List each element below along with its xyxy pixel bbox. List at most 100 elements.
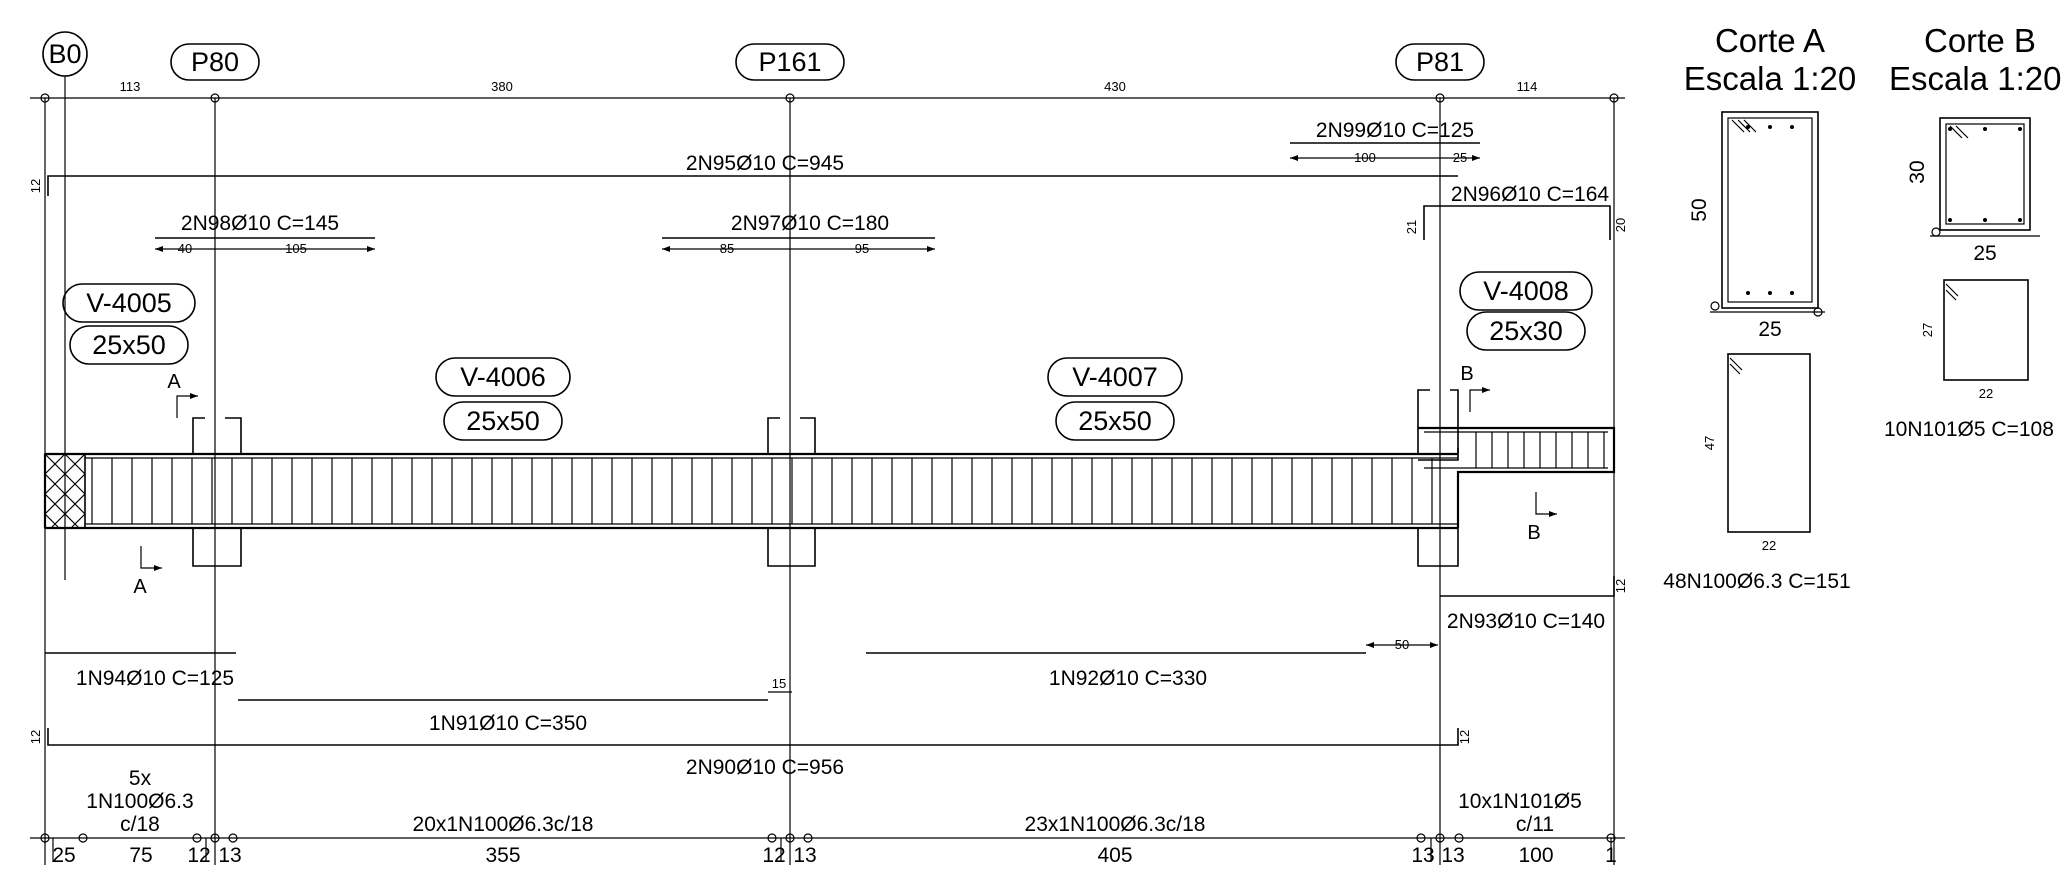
beam-v4005-name: V-4005 bbox=[86, 288, 172, 318]
top-bar-n99-right-dim: 25 bbox=[1453, 150, 1467, 165]
span-dim-1: 113 bbox=[120, 79, 141, 94]
section-b-scale: Escala 1:20 bbox=[1889, 60, 2061, 97]
beam-v4007-name: V-4007 bbox=[1072, 362, 1158, 392]
bottom-bar-n91-gap: 15 bbox=[772, 676, 786, 691]
stirrup-b-width: 22 bbox=[1979, 386, 1993, 401]
section-mark-a-top: A bbox=[167, 371, 198, 418]
bottom-dim-4: 355 bbox=[485, 844, 520, 867]
beam-v4006-name: V-4006 bbox=[460, 362, 546, 392]
stirrup-b-height: 27 bbox=[1920, 323, 1935, 337]
section-b-title: Corte B bbox=[1924, 22, 2036, 59]
bottom-dimension-line: 25 75 12 13 355 12 13 405 13 13 100 1 bbox=[30, 833, 1625, 867]
hook-n93: 12 bbox=[1613, 579, 1628, 593]
bottom-bar-n90-label: 2N90Ø10 C=956 bbox=[686, 756, 844, 779]
beam-v4006-size: 25x50 bbox=[466, 406, 540, 436]
top-bar-n99-left-dim: 100 bbox=[1354, 150, 1376, 165]
beam-v4008-size: 25x30 bbox=[1489, 316, 1563, 346]
bottom-dim-0: 25 bbox=[52, 844, 75, 867]
top-bar-n97-label: 2N97Ø10 C=180 bbox=[731, 212, 889, 235]
top-bar-n96: 2N96Ø10 C=164 21 20 bbox=[1404, 183, 1628, 240]
section-b-width: 25 bbox=[1973, 242, 1996, 265]
bottom-bar-n93: 2N93Ø10 C=140 12 bbox=[1440, 576, 1628, 633]
bottom-dim-11: 1 bbox=[1605, 844, 1617, 867]
beam-v4007-size: 25x50 bbox=[1078, 406, 1152, 436]
span-dim-4: 114 bbox=[1517, 79, 1538, 94]
top-bar-n98-label: 2N98Ø10 C=145 bbox=[181, 212, 339, 235]
bottom-bar-n93-label: 2N93Ø10 C=140 bbox=[1447, 610, 1605, 633]
beam-elevation bbox=[43, 389, 1616, 567]
top-bar-n99-label: 2N99Ø10 C=125 bbox=[1316, 119, 1474, 142]
bottom-bar-n92: 1N92Ø10 C=330 50 bbox=[866, 637, 1438, 690]
section-a-height: 50 bbox=[1688, 198, 1711, 221]
section-b: Corte B Escala 1:20 25 30 27 22 10N101Ø5… bbox=[1884, 22, 2061, 441]
stirrup-b-detail bbox=[1943, 279, 2029, 381]
stirrup-zone-4-bar: 10x1N101Ø5 bbox=[1458, 790, 1582, 813]
bottom-dim-6: 13 bbox=[793, 844, 816, 867]
top-bar-n96-label: 2N96Ø10 C=164 bbox=[1451, 183, 1610, 206]
axis-p161: P161 bbox=[735, 43, 845, 81]
beam-tag-v4006: V-4006 25x50 bbox=[435, 357, 571, 441]
hook-n96-right: 20 bbox=[1613, 218, 1628, 232]
bottom-bar-n90: 2N90Ø10 C=956 12 12 bbox=[28, 728, 1472, 779]
section-a-scale: Escala 1:20 bbox=[1684, 60, 1856, 97]
top-bar-n98-right-dim: 105 bbox=[285, 241, 307, 256]
hook-left-top: 12 bbox=[28, 179, 43, 193]
stirrup-a-label: 48N100Ø6.3 C=151 bbox=[1663, 570, 1850, 593]
stirrup-a-width: 22 bbox=[1762, 538, 1776, 553]
stirrup-zone-3: 23x1N100Ø6.3c/18 bbox=[1025, 813, 1206, 836]
stirrup-zone-1-bar: 1N100Ø6.3 bbox=[86, 790, 193, 813]
axis-p80: P80 bbox=[170, 43, 260, 81]
axis-p161-label: P161 bbox=[758, 47, 821, 77]
bottom-bar-n91: 1N91Ø10 C=350 15 bbox=[238, 676, 792, 735]
bottom-bar-n94: 1N94Ø10 C=125 bbox=[45, 652, 236, 690]
bottom-dim-8: 13 bbox=[1411, 844, 1434, 867]
bottom-bar-n91-label: 1N91Ø10 C=350 bbox=[429, 712, 587, 735]
bottom-bar-n92-label: 1N92Ø10 C=330 bbox=[1049, 667, 1207, 690]
axis-b0: B0 bbox=[42, 31, 88, 98]
top-bar-n97: 2N97Ø10 C=180 85 95 bbox=[662, 212, 935, 256]
beam-tag-v4005: V-4005 25x50 bbox=[62, 283, 196, 365]
stirrup-zone-2: 20x1N100Ø6.3c/18 bbox=[413, 813, 594, 836]
bottom-bar-n92-ext: 50 bbox=[1395, 637, 1409, 652]
bottom-dim-1: 75 bbox=[129, 844, 152, 867]
beam-tag-v4007: V-4007 25x50 bbox=[1047, 357, 1183, 441]
bottom-dim-9: 13 bbox=[1441, 844, 1464, 867]
stirrups-cantilever bbox=[1475, 432, 1605, 468]
top-bar-n97-right-dim: 95 bbox=[855, 241, 869, 256]
bottom-dim-5: 12 bbox=[762, 844, 785, 867]
stirrup-a-height: 47 bbox=[1702, 436, 1717, 450]
stirrup-zone-1-spacing: c/18 bbox=[120, 813, 160, 836]
top-bar-n95: 2N95Ø10 C=945 12 bbox=[28, 152, 1458, 196]
axis-p81-label: P81 bbox=[1416, 47, 1464, 77]
section-a: Corte A Escala 1:20 25 50 47 22 48N100Ø6… bbox=[1663, 22, 1856, 593]
axis-b0-label: B0 bbox=[48, 39, 81, 69]
span-dim-3: 430 bbox=[1104, 79, 1126, 94]
stirrup-spacing-labels: 5x 1N100Ø6.3 c/18 20x1N100Ø6.3c/18 23x1N… bbox=[86, 767, 1582, 836]
stirrup-zone-4-spacing: c/11 bbox=[1516, 813, 1554, 836]
stirrup-a-detail bbox=[1727, 353, 1811, 533]
bottom-dim-2: 12 bbox=[187, 844, 210, 867]
beam-tag-v4008: V-4008 25x30 bbox=[1459, 271, 1593, 351]
section-a-top-label: A bbox=[167, 371, 181, 393]
beam-v4005-size: 25x50 bbox=[92, 330, 166, 360]
section-b-bottom-label: B bbox=[1527, 522, 1540, 544]
section-mark-b-bottom: B bbox=[1527, 492, 1557, 544]
section-mark-a-bottom: A bbox=[133, 546, 162, 598]
top-bar-n98: 2N98Ø10 C=145 40 105 bbox=[155, 212, 375, 256]
stirrups-main bbox=[91, 458, 1433, 524]
top-bar-n99: 2N99Ø10 C=125 100 25 bbox=[1290, 119, 1480, 165]
bottom-dim-7: 405 bbox=[1097, 844, 1132, 867]
section-mark-b-top: B bbox=[1460, 363, 1490, 412]
bottom-dim-10: 100 bbox=[1518, 844, 1553, 867]
top-bar-n97-left-dim: 85 bbox=[720, 241, 734, 256]
axis-labels: B0 P80 P161 P81 bbox=[42, 31, 1485, 98]
top-bar-n95-label: 2N95Ø10 C=945 bbox=[686, 152, 844, 175]
stirrup-zone-1-count: 5x bbox=[129, 767, 152, 790]
span-dim-2: 380 bbox=[491, 79, 513, 94]
axis-p80-label: P80 bbox=[191, 47, 239, 77]
stirrup-b-label: 10N101Ø5 C=108 bbox=[1884, 418, 2054, 441]
hook-n90-right: 12 bbox=[1457, 730, 1472, 744]
top-dimension-line: 113 380 430 114 bbox=[30, 79, 1625, 103]
axis-p81: P81 bbox=[1395, 43, 1485, 81]
